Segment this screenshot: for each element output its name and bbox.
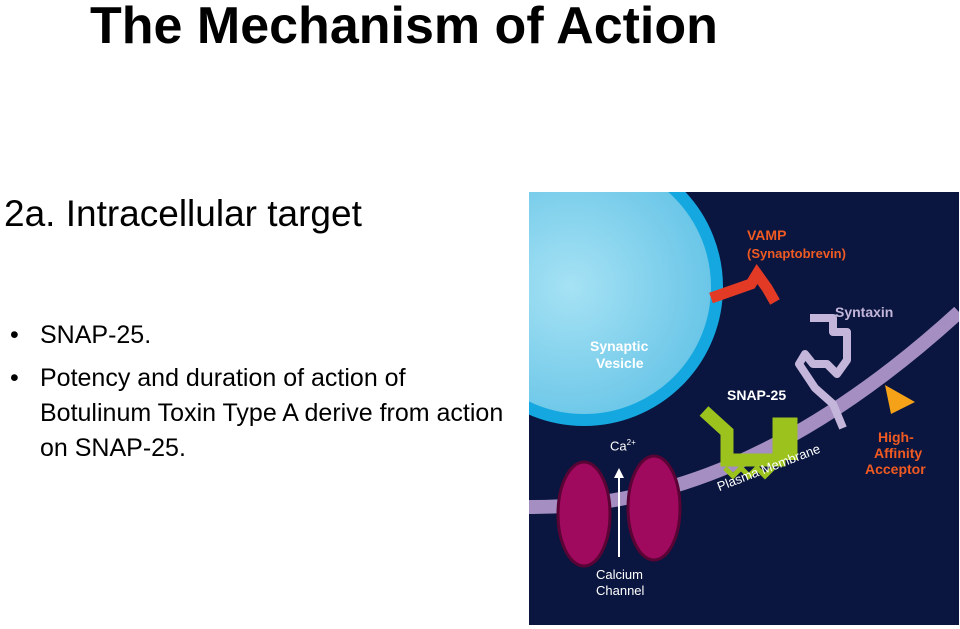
ca-charge-text: 2+ (627, 438, 636, 447)
acceptor-triangle (885, 385, 915, 414)
vamp-label: VAMP (747, 227, 786, 243)
ca-ion-text: Ca (610, 438, 627, 453)
slide-subtitle: 2a. Intracellular target (4, 193, 362, 235)
bullet-marker: • (10, 318, 19, 353)
slide-title: The Mechanism of Action (90, 0, 718, 56)
mechanism-diagram: VAMP (Synaptobrevin) Syntaxin Synaptic V… (529, 192, 959, 625)
snap25-label: SNAP-25 (727, 387, 786, 403)
bullet-list: • SNAP-25. • Potency and duration of act… (10, 318, 515, 474)
calcium-channel-label-line2: Channel (596, 583, 644, 598)
bullet-text: Potency and duration of action of Botuli… (40, 364, 503, 462)
high-affinity-label-line3: Acceptor (865, 461, 926, 477)
syntaxin-label: Syntaxin (835, 304, 893, 320)
ca-label: Ca2+ (610, 438, 636, 453)
calcium-arrowhead (614, 468, 624, 478)
bullet-marker: • (10, 361, 19, 396)
calcium-channel-label-line1: Calcium (596, 567, 643, 582)
synaptic-vesicle-label-line2: Vesicle (596, 355, 644, 371)
diagram-graphics (529, 192, 959, 625)
calcium-channel-left (558, 462, 610, 566)
bullet-item: • SNAP-25. (10, 318, 515, 353)
synaptic-vesicle-label-line1: Synaptic (590, 338, 648, 354)
synaptic-vesicle (529, 192, 717, 420)
bullet-item: • Potency and duration of action of Botu… (10, 361, 515, 466)
bullet-text: SNAP-25. (40, 321, 151, 349)
calcium-channel-right (628, 456, 680, 560)
high-affinity-label-line2: Affinity (874, 445, 922, 461)
vamp-sublabel: (Synaptobrevin) (747, 246, 846, 261)
high-affinity-label-line1: High- (878, 429, 914, 445)
